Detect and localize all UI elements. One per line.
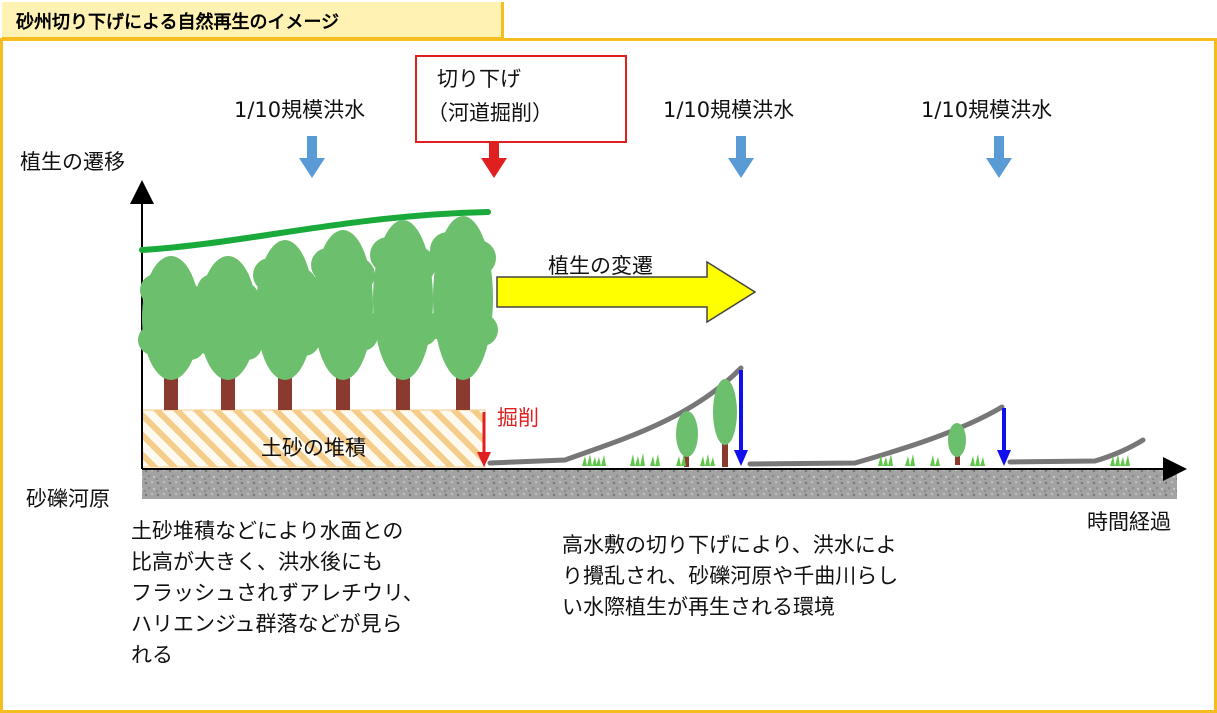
cut-label-line2: （河道掘削） — [427, 101, 553, 125]
flood-arrow-icon — [986, 136, 1012, 178]
right-description-line: 高水敷の切り下げにより、洪水によ — [562, 533, 897, 557]
x-axis-label: 時間経過 — [1087, 510, 1171, 534]
right-description: 高水敷の切り下げにより、洪水によ り攪乱され、砂礫河原や千曲川らし い水際植生が… — [562, 530, 898, 623]
left-description-line: ハリエンジュ群落などが見ら — [131, 612, 403, 636]
transition-arrow-icon — [496, 260, 757, 324]
figure-border — [0, 38, 1217, 713]
cut-label-line1: 切り下げ — [437, 67, 521, 91]
tree — [308, 230, 378, 410]
flood-label-2: 1/10規模洪水 — [663, 98, 795, 122]
excavation-arrow-icon — [477, 452, 491, 467]
down-arrow-icon — [734, 450, 748, 466]
excavation-label: 掘削 — [497, 406, 539, 430]
left-description-line: れる — [131, 643, 173, 667]
flood-arrows — [299, 136, 1012, 178]
figure-title: 砂州切り下げによる自然再生のイメージ — [16, 12, 340, 33]
tree — [138, 256, 205, 410]
flood-arrow-icon — [728, 136, 754, 178]
right-description-line: り攪乱され、砂礫河原や千曲川らし — [562, 564, 899, 588]
tree — [368, 220, 438, 410]
left-description-line: 土砂堆積などにより水面との — [131, 519, 404, 543]
flood-label-3: 1/10規模洪水 — [921, 98, 1053, 122]
gravel-bed — [142, 469, 1177, 499]
y-axis-label: 植生の遷移 — [20, 150, 125, 174]
left-description-line: フラッシュされずアレチウリ、 — [131, 581, 424, 605]
scour-arrows — [734, 370, 1011, 466]
tree — [251, 240, 320, 410]
tree — [195, 256, 262, 410]
cut-arrow-icon — [481, 136, 507, 178]
young-trees — [676, 379, 966, 467]
tree — [428, 216, 498, 410]
title-tab: 砂州切り下げによる自然再生のイメージ — [2, 2, 504, 40]
tall-trees — [138, 216, 498, 410]
ground-profiles — [487, 365, 1146, 467]
left-description: 土砂堆積などにより水面との 比高が大きく、洪水後にも フラッシュされずアレチウリ… — [131, 516, 424, 671]
left-description-line: 比高が大きく、洪水後にも — [131, 550, 383, 574]
flood-label-1: 1/10規模洪水 — [234, 98, 366, 122]
grass-tufts — [582, 453, 1130, 466]
sediment-label: 土砂の堆積 — [261, 436, 366, 460]
canopy-line — [139, 209, 491, 253]
gravel-label: 砂礫河原 — [26, 487, 110, 511]
sediment-block — [141, 409, 486, 468]
down-arrow-icon — [997, 450, 1011, 466]
flood-arrow-icon — [299, 136, 325, 178]
right-description-line: い水際植生が再生される環境 — [562, 595, 835, 619]
cut-callout: 切り下げ （河道掘削） — [415, 55, 627, 143]
transition-label: 植生の変遷 — [548, 254, 653, 278]
